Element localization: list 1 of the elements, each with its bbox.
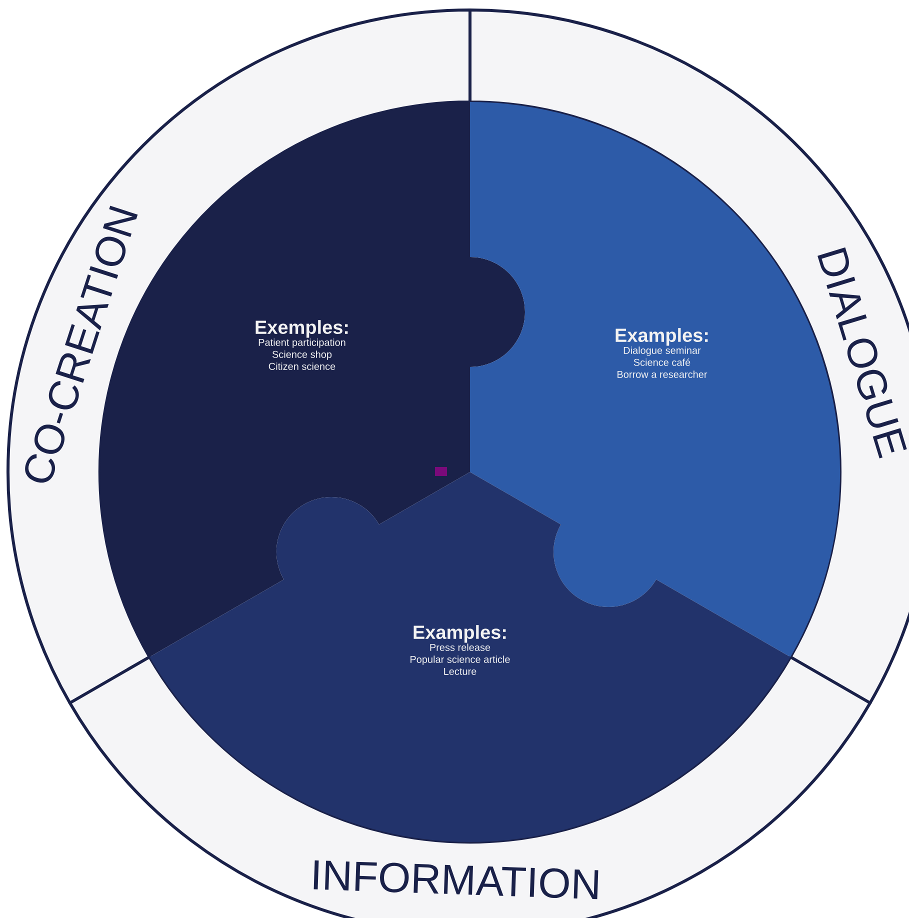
puzzle-piece: Examples: Press release Popular science article Lecture bbox=[150, 472, 790, 842]
